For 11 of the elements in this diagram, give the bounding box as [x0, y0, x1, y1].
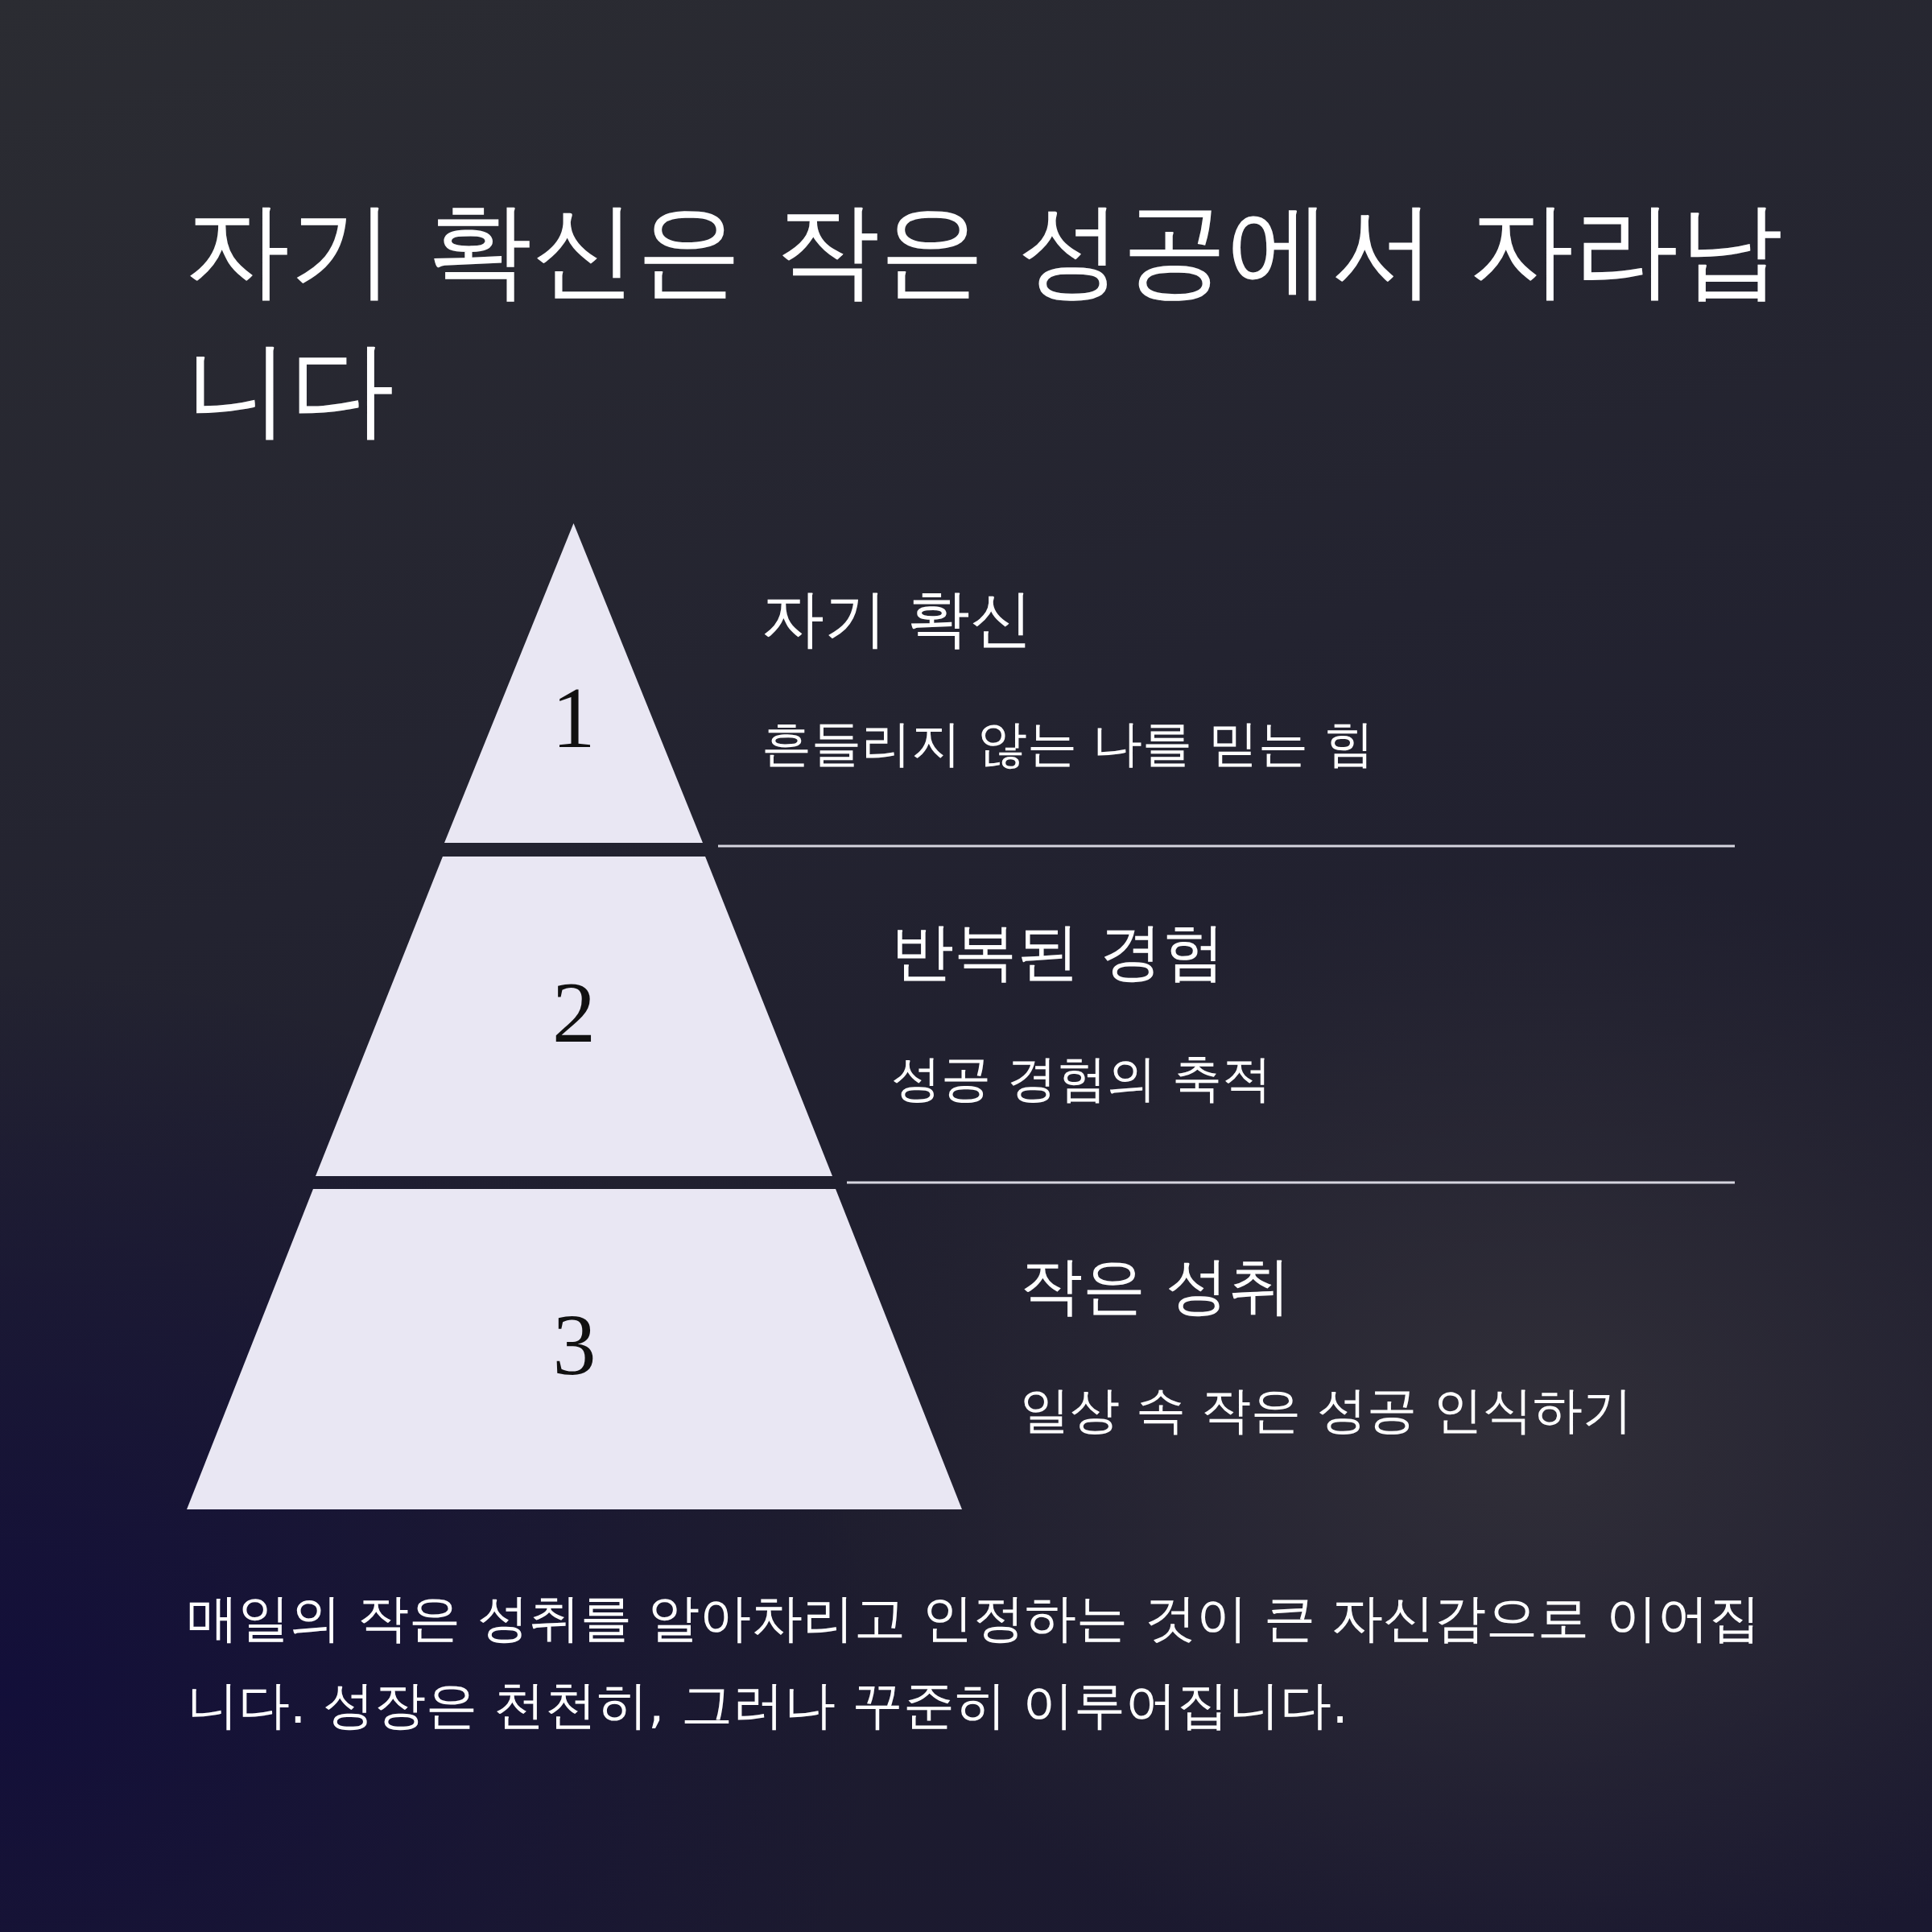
tier-description: 성공 경험의 축적	[891, 1048, 1273, 1109]
tier-number: 1	[551, 670, 596, 766]
tier-description: 흔들리지 않는 나를 믿는 힘	[762, 713, 1374, 774]
tier-heading: 반복된 경험	[891, 914, 1225, 989]
tier-heading: 작은 성취	[1020, 1249, 1291, 1323]
tier-heading: 자기 확신	[762, 581, 1033, 656]
title: 자기 확신은 작은 성공에서 자라납니다	[185, 188, 1785, 452]
tier-number: 3	[552, 1297, 597, 1393]
tier-description: 일상 속 작은 성공 인식하기	[1020, 1380, 1633, 1441]
caption: 매일의 작은 성취를 알아차리고 인정하는 것이 큰 자신감으로 이어집니다. 성장은 천천히, 그러나 꾸준히 이루어집니다.	[187, 1587, 1761, 1736]
tier-number: 2	[552, 964, 596, 1061]
